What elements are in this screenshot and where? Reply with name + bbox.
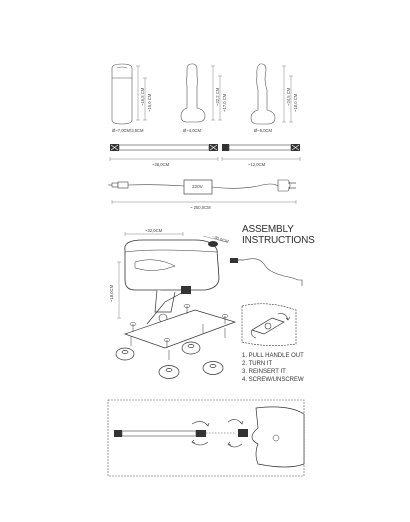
product-2-length-label: ~17,0 CM — [222, 93, 227, 112]
product-3-length-label: ~18,0 CM — [293, 93, 298, 112]
handle-detail-outline — [241, 303, 297, 346]
power-supply: 220V ~ 250,0CM — [108, 172, 308, 212]
assembly-steps: 1. PULL HANDLE OUT 2. TURN IT 3. REINSER… — [242, 352, 304, 384]
power-supply-label: 220V — [192, 184, 203, 189]
power-cable-outline — [108, 179, 297, 204]
rod-short: ~12,0CM — [221, 140, 302, 170]
rod-insertion-outline — [107, 399, 305, 477]
remote-control — [228, 250, 308, 290]
product-2-diameter-label: Ø~4,0CM — [183, 128, 202, 133]
machine-outline — [115, 232, 237, 379]
rod-long: ~28,0CM — [109, 140, 220, 170]
assembly-title-line1: ASSEMBLY — [242, 224, 294, 235]
product-3-height-label: ~24,5 CM — [286, 87, 291, 106]
assembly-step-2: 2. TURN IT — [242, 361, 273, 367]
rod-insertion-detail — [107, 398, 308, 480]
assembly-step-4: 4. SCREW/UNSCREW — [242, 377, 304, 383]
product-3-outline — [250, 63, 293, 125]
machine-height-label: ~18,0CM — [109, 284, 114, 302]
product-1: ~16,5 CM ~15,0 CM Ø~7,0CM/3,5CM — [100, 62, 160, 142]
product-2: ~22,2 CM ~17,0 CM Ø~4,0CM — [175, 62, 235, 142]
product-1-diameter-label: Ø~7,0CM/3,5CM — [112, 128, 144, 133]
remote-control-outline — [230, 258, 303, 286]
product-3-diameter-label: Ø~5,0CM — [254, 128, 273, 133]
rod-long-length-label: ~28,0CM — [152, 162, 170, 167]
product-1-outline — [111, 63, 147, 125]
cable-length-label: ~ 250,0CM — [190, 205, 211, 210]
product-1-height-label: ~16,5 CM — [140, 87, 145, 106]
rod-short-outline — [221, 144, 301, 161]
rod-long-outline — [109, 144, 219, 161]
product-1-length-label: ~15,0 CM — [147, 93, 152, 112]
machine-width-label: ~32,0CM — [145, 228, 163, 233]
assembly-title: ASSEMBLY INSTRUCTIONS — [242, 224, 315, 246]
assembly-step-1: 1. PULL HANDLE OUT — [242, 353, 304, 359]
product-2-height-label: ~22,2 CM — [215, 87, 220, 106]
machine-diagram: ~32,0CM ~30,0CM ~18,0CM — [95, 222, 245, 392]
handle-detail — [238, 300, 300, 348]
assembly-step-3: 3. REINSERT IT — [242, 369, 286, 375]
product-2-outline — [180, 63, 222, 123]
product-3: ~24,5 CM ~18,0 CM Ø~5,0CM — [248, 62, 308, 142]
assembly-title-line2: INSTRUCTIONS — [242, 235, 315, 246]
rod-short-length-label: ~12,0CM — [248, 162, 266, 167]
